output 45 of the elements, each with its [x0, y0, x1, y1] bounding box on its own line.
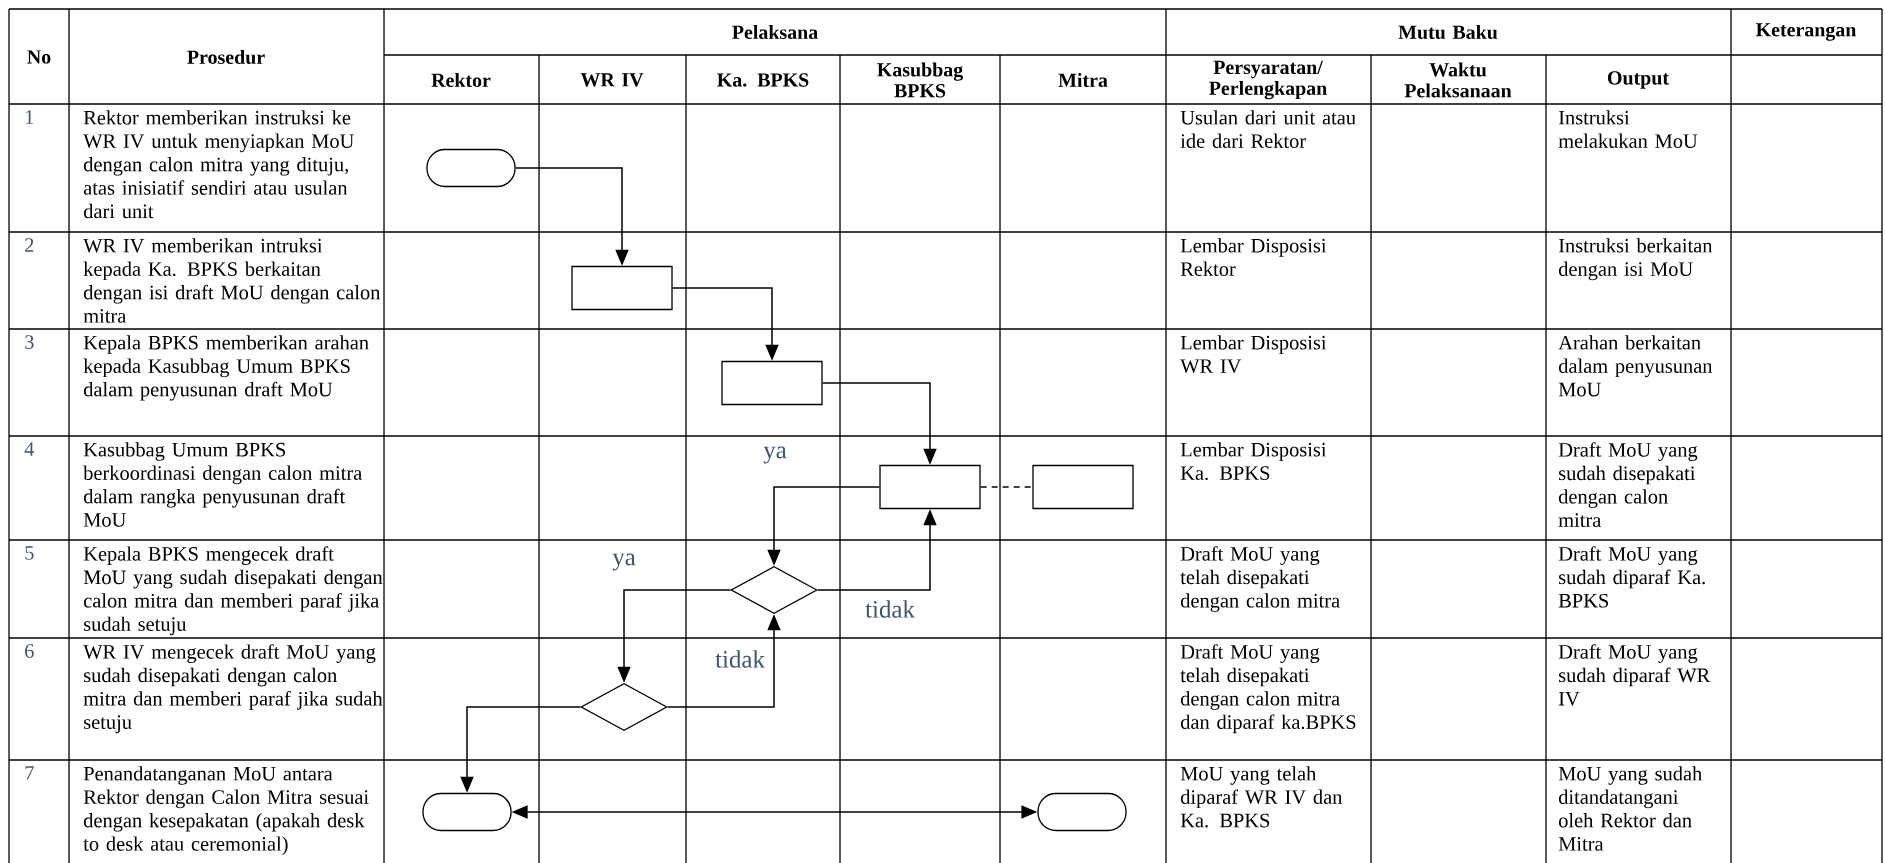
- procedure-text: WR IV memberikan intruksi kepada Ka. BPKS berkaitan dengan isi draft MoU dengan calon mitra: [83, 238, 381, 323]
- header-text: Pelaksana: [732, 25, 818, 39]
- process-box: [879, 464, 981, 510]
- edge-label: ya: [611, 552, 637, 572]
- header-text: No: [27, 50, 51, 64]
- edge-label: tidak: [714, 649, 766, 669]
- requirement-text: Lembar Disposisi Rektor: [1180, 238, 1327, 276]
- row-number: 5: [25, 546, 34, 560]
- header-text: Waktu Pelaksanaan: [1404, 62, 1512, 98]
- output-text: Instruksi berkaitan dengan isi MoU: [1558, 238, 1713, 281]
- output-text: Draft MoU yang sudah disepakati dengan calon mitra: [1558, 442, 1698, 527]
- header-text: Mutu Baku: [1398, 24, 1498, 40]
- requirement-text: Draft MoU yang telah disepakati dengan calon mitra: [1180, 546, 1340, 612]
- row-number: 2: [25, 238, 34, 252]
- process-box: [571, 265, 673, 311]
- requirement-text: Draft MoU yang telah disepakati dengan calon mitra dan diparaf ka.BPKS: [1180, 644, 1356, 734]
- row-number: 4: [24, 442, 35, 456]
- process-box: [1032, 464, 1134, 510]
- row-number: 1: [26, 110, 34, 124]
- output-text: MoU yang sudah ditandatangani oleh Rektor dan Mitra: [1558, 766, 1702, 851]
- row-number: 3: [25, 335, 34, 349]
- procedure-text: Kepala BPKS mengecek draft MoU yang sudah disepakati dengan calon mitra dan memberi paraf jika sudah setuju: [83, 546, 383, 636]
- output-text: Arahan berkaitan dalam penyusunan MoU: [1558, 335, 1713, 397]
- header-text: Persyaratan/ Perlengkapan: [1209, 60, 1327, 100]
- header-text: Keterangan: [1756, 23, 1857, 41]
- row-number: 7: [25, 766, 34, 780]
- header-text: Kasubbag BPKS: [877, 62, 963, 98]
- edge-label: ya: [762, 445, 788, 465]
- edge-label: tidak: [864, 599, 916, 619]
- header-text: Prosedur: [187, 49, 265, 65]
- output-text: Instruksi melakukan MoU: [1558, 110, 1698, 148]
- procedure-text: Penandatanganan MoU antara Rektor dengan Calon Mitra sesuai dengan kesepakatan (apakah desk to desk atau ceremonial): [83, 766, 369, 855]
- requirement-text: Lembar Disposisi WR IV: [1180, 335, 1327, 374]
- procedure-text: Kasubbag Umum BPKS berkoordinasi dengan calon mitra dalam rangka penyusunan draft MoU: [83, 442, 362, 527]
- header-text: WR IV: [580, 73, 644, 87]
- row-number: 6: [25, 644, 34, 658]
- output-text: Draft MoU yang sudah diparaf WR IV: [1558, 644, 1711, 706]
- output-text: Draft MoU yang sudah diparaf Ka. BPKS: [1558, 546, 1705, 608]
- requirement-text: Usulan dari unit atau ide dari Rektor: [1180, 110, 1356, 148]
- procedure-text: Kepala BPKS memberikan arahan kepada Kasubbag Umum BPKS dalam penyusunan draft MoU: [83, 335, 369, 401]
- process-box: [721, 360, 823, 406]
- header-text: Ka. BPKS: [717, 73, 809, 87]
- header-text: Mitra: [1058, 73, 1108, 87]
- procedure-text: Rektor memberikan instruksi ke WR IV untuk menyiapkan MoU dengan calon mitra yang dituju, atas inisiatif sendiri atau usulan dari unit: [83, 110, 354, 219]
- header-text: Output: [1607, 71, 1669, 89]
